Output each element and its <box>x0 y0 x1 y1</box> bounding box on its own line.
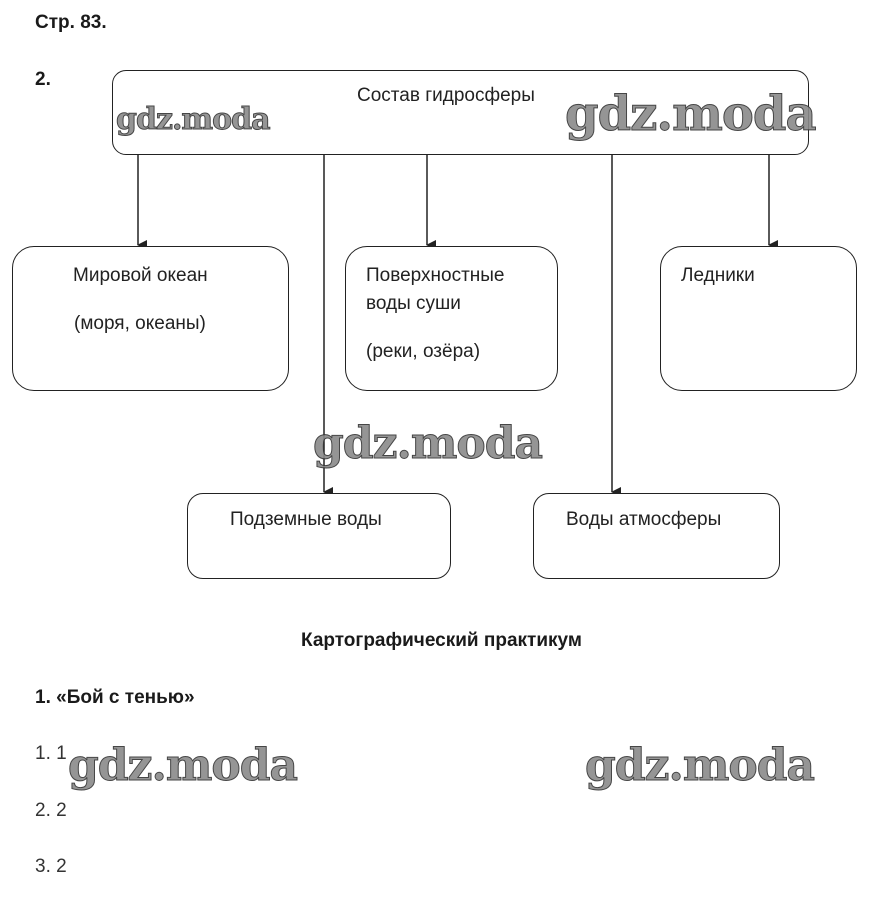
watermark: gdz.moda <box>312 418 543 470</box>
page-title: Стр. 83. <box>35 12 107 33</box>
watermark: gdz.moda <box>584 740 815 792</box>
answer-item-3: 3. 2 <box>35 856 67 877</box>
node-surface-label-line2: воды суши <box>366 293 461 314</box>
node-underground-label: Подземные воды <box>230 509 382 530</box>
node-ocean-label: Мировой океан <box>73 265 208 286</box>
node-ocean-note: (моря, океаны) <box>74 313 206 334</box>
section-title: Картографический практикум <box>301 630 582 651</box>
node-glaciers: Ледники <box>660 246 857 391</box>
node-surface-note: (реки, озёра) <box>366 341 481 362</box>
node-atmosphere-label: Воды атмосферы <box>566 509 722 530</box>
diagram-root-label: Состав гидросферы <box>357 85 535 106</box>
task-number: 2. <box>35 69 51 90</box>
exercise-title: 1. «Бой с тенью» <box>35 687 195 708</box>
diagram-root-box: Состав гидросферы <box>112 70 809 155</box>
node-glaciers-label: Ледники <box>681 265 755 286</box>
node-ocean: Мировой океан (моря, океаны) <box>12 246 289 391</box>
watermark: gdz.moda <box>116 102 272 138</box>
node-surface-label-line1: Поверхностные <box>366 265 505 286</box>
node-underground: Подземные воды <box>187 493 451 579</box>
watermark: gdz.moda <box>67 740 298 792</box>
node-surface-waters: Поверхностные воды суши (реки, озёра) <box>345 246 558 391</box>
answer-item-2: 2. 2 <box>35 800 67 821</box>
node-atmosphere: Воды атмосферы <box>533 493 780 579</box>
answer-item-1: 1. 1 <box>35 743 67 764</box>
watermark: gdz.moda <box>565 86 818 143</box>
